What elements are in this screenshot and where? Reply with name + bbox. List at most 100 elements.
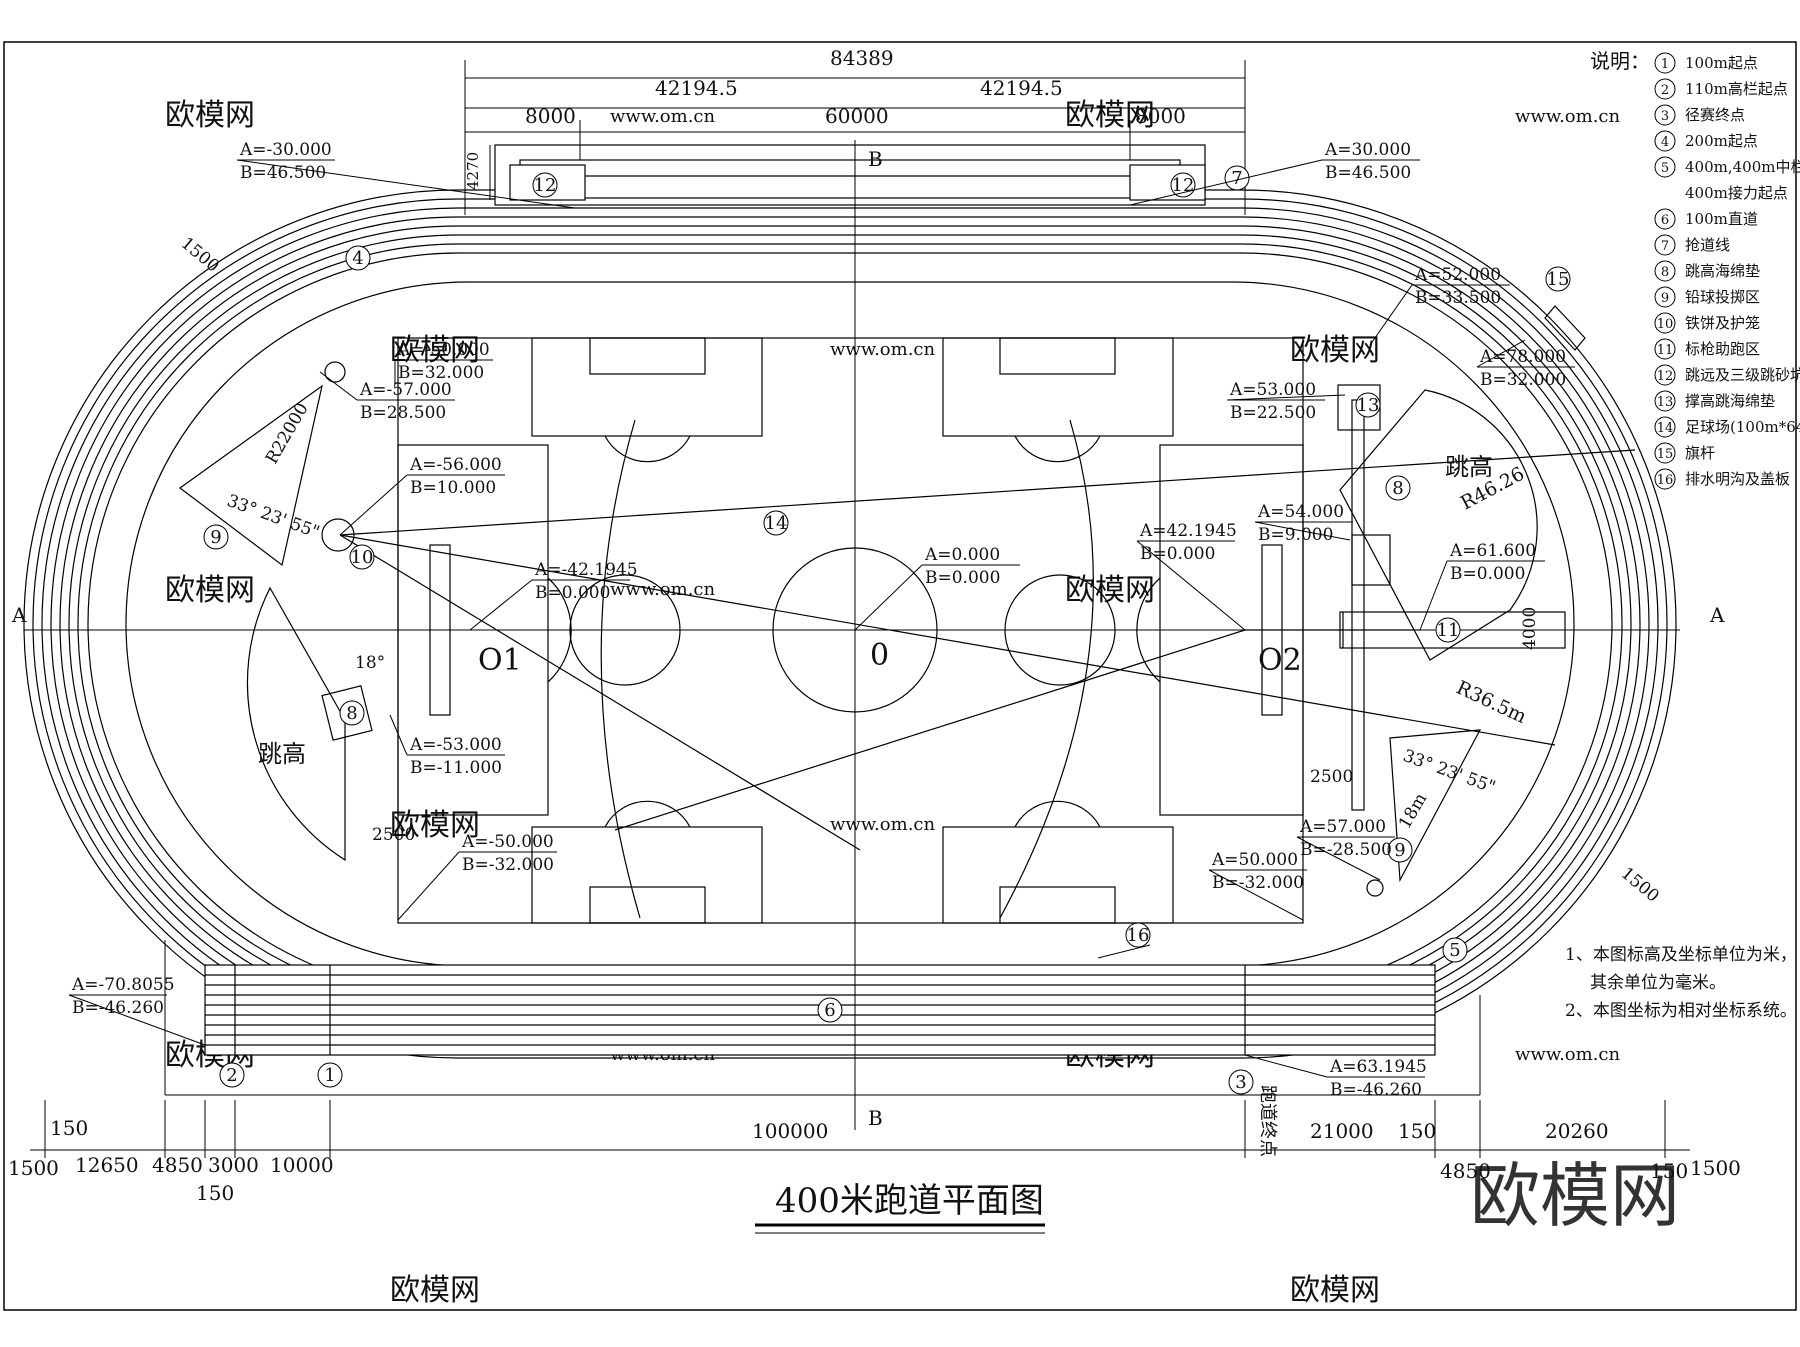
svg-text:9: 9 — [210, 527, 221, 548]
legend-label: 铁饼及护笼 — [1685, 314, 1760, 332]
svg-text:B=46.500: B=46.500 — [240, 163, 326, 183]
high-jump-mat-right — [1351, 534, 1391, 586]
svg-text:B=10.000: B=10.000 — [410, 478, 496, 498]
svg-text:4850: 4850 — [1440, 1159, 1491, 1183]
legend-heading: 说明： — [1590, 49, 1650, 73]
svg-text:42194.5: 42194.5 — [655, 76, 738, 100]
legend-number: 16 — [1657, 473, 1674, 488]
circled-number: 7 — [1224, 165, 1250, 191]
svg-text:A=-50.000: A=-50.000 — [461, 832, 554, 852]
top-dimensions — [464, 60, 1246, 215]
watermark: 欧模网 — [1290, 1273, 1380, 1308]
svg-text:3000: 3000 — [208, 1153, 259, 1177]
drain-leader — [1097, 944, 1151, 959]
watermark: www.om.cn — [1515, 106, 1621, 127]
svg-text:A: A — [1709, 603, 1725, 627]
svg-text:A=78.000: A=78.000 — [1479, 347, 1566, 367]
circled-number: 6 — [817, 997, 843, 1023]
svg-text:1500: 1500 — [177, 234, 223, 277]
legend-number: 2 — [1661, 83, 1669, 98]
legend-label: 100m直道 — [1685, 210, 1758, 228]
svg-text:B=-11.000: B=-11.000 — [410, 758, 502, 778]
legend-item: 10 铁饼及护笼 — [1654, 312, 1760, 334]
svg-text:12: 12 — [534, 175, 557, 196]
svg-text:1: 1 — [324, 1065, 335, 1086]
circled-number: 8 — [339, 700, 365, 726]
note-line: 其余单位为毫米。 — [1590, 973, 1726, 993]
circled-number: 9 — [1387, 837, 1413, 863]
svg-text:3: 3 — [1235, 1072, 1246, 1093]
watermark: 欧模网 — [165, 573, 255, 608]
legend-label: 抢道线 — [1685, 236, 1730, 254]
svg-text:B=-46.260: B=-46.260 — [1330, 1080, 1422, 1100]
svg-text:A=0.000: A=0.000 — [924, 545, 1000, 565]
flagpole — [1544, 305, 1586, 351]
pole-vault-runway — [1351, 399, 1365, 811]
circled-number: 1 — [317, 1062, 343, 1088]
legend-number: 11 — [1657, 343, 1674, 358]
svg-text:18m: 18m — [1395, 790, 1431, 833]
svg-text:B=-28.500: B=-28.500 — [1300, 840, 1392, 860]
svg-text:B=32.000: B=32.000 — [398, 363, 484, 383]
svg-text:21000: 21000 — [1310, 1119, 1374, 1143]
svg-text:B: B — [868, 147, 883, 171]
circled-number: 15 — [1545, 266, 1571, 292]
watermark: www.om.cn — [830, 339, 936, 360]
svg-text:33° 23' 55": 33° 23' 55" — [1400, 746, 1498, 798]
circled-number: 8 — [1385, 475, 1411, 501]
svg-text:B: B — [868, 1106, 883, 1130]
high-jump-mat-left — [321, 685, 373, 741]
svg-text:9: 9 — [1394, 840, 1405, 861]
svg-text:7: 7 — [1231, 168, 1242, 189]
watermark: www.om.cn — [830, 814, 936, 835]
drawing-title: 400米跑道平面图 — [775, 1181, 1044, 1221]
watermark: 欧模网 — [1065, 98, 1155, 133]
legend-number: 10 — [1657, 317, 1674, 332]
svg-text:4270: 4270 — [464, 152, 482, 190]
svg-text:42194.5: 42194.5 — [980, 76, 1063, 100]
legend-label: 400m,400m中栏, — [1685, 158, 1800, 176]
svg-text:8000: 8000 — [525, 104, 576, 128]
legend-number: 1 — [1661, 57, 1669, 72]
svg-text:13: 13 — [1357, 395, 1380, 416]
flagpole-left — [324, 361, 346, 383]
legend-item: 7 抢道线 — [1654, 234, 1730, 256]
svg-text:11: 11 — [1437, 620, 1460, 641]
svg-text:A=50.000: A=50.000 — [1211, 850, 1298, 870]
svg-text:B=0.000: B=0.000 — [1140, 544, 1215, 564]
drawing-border — [3, 41, 1797, 1311]
svg-text:18°: 18° — [355, 653, 385, 673]
legend-number: 5 — [1661, 161, 1669, 176]
svg-text:2500: 2500 — [1310, 767, 1353, 787]
circled-number: 16 — [1125, 922, 1151, 948]
svg-text:150: 150 — [1650, 1159, 1688, 1183]
legend-number: 7 — [1661, 239, 1669, 254]
legend-item: 6 100m直道 — [1654, 208, 1758, 230]
svg-text:A=-50.000: A=-50.000 — [397, 340, 490, 360]
svg-text:33° 23' 55": 33° 23' 55" — [224, 491, 322, 543]
svg-text:4000: 4000 — [1520, 607, 1540, 650]
svg-text:B=0.000: B=0.000 — [535, 583, 610, 603]
svg-text:A=-56.000: A=-56.000 — [409, 455, 502, 475]
svg-text:A=-30.000: A=-30.000 — [239, 140, 332, 160]
discus-circle — [321, 518, 355, 552]
svg-text:A=-70.8055: A=-70.8055 — [71, 975, 175, 995]
svg-text:B=-32.000: B=-32.000 — [1212, 873, 1304, 893]
svg-text:10: 10 — [351, 547, 374, 568]
svg-text:5: 5 — [1449, 940, 1460, 961]
notes: 1、本图标高及坐标单位为米， 其余单位为毫米。 2、本图坐标为相对坐标系统。 — [1565, 945, 1797, 1021]
legend-number: 6 — [1661, 213, 1669, 228]
